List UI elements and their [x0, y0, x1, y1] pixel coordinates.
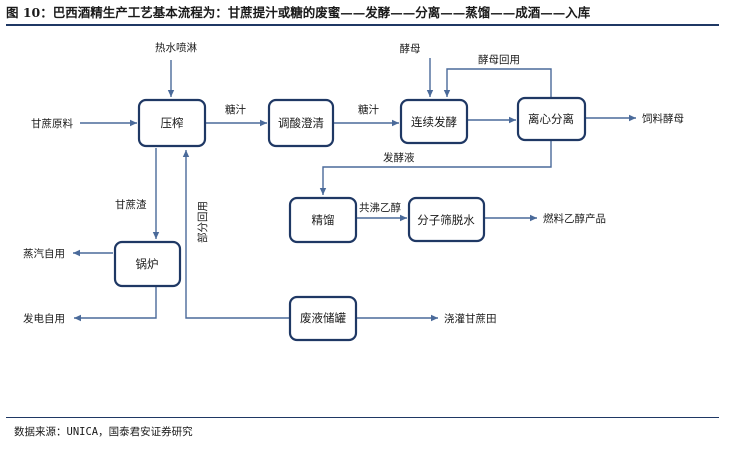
- node-boiler: 锅炉: [136, 257, 159, 271]
- edge-separate-to-distill: [319, 141, 552, 195]
- node-ferment-box: [399, 98, 469, 145]
- edge-partial-reuse: [182, 150, 290, 319]
- node-press-box: [137, 98, 207, 148]
- label-hot-water: 热水喷淋: [155, 41, 197, 54]
- label-bagasse: 甘蔗渣: [115, 198, 147, 211]
- node-distill-box: [288, 196, 358, 244]
- node-boiler-box: [113, 240, 182, 288]
- label-juice-2: 糖汁: [358, 103, 379, 116]
- node-separate-box: [516, 96, 587, 142]
- figure-title: 图 10：巴西酒精生产工艺基本流程为：甘蔗提汁或糖的废蜜——发酵——分离——蒸馏…: [6, 2, 719, 26]
- label-yeast: 酵母: [400, 43, 421, 55]
- label-raw-cane: 甘蔗原料: [31, 117, 73, 130]
- node-press: 压榨: [161, 116, 184, 130]
- label-fuel-ethanol: 燃料乙醇产品: [543, 212, 606, 225]
- node-separate: 离心分离: [528, 112, 574, 126]
- node-ferment: 连续发酵: [411, 115, 457, 129]
- node-waste: 废液储罐: [300, 311, 346, 325]
- footer-divider: [6, 417, 719, 418]
- label-yeast-return: 酵母回用: [478, 54, 520, 66]
- node-clarify-box: [267, 98, 335, 148]
- node-sieve: 分子筛脱水: [417, 213, 475, 227]
- label-fermented-liquid: 发酵液: [383, 151, 415, 164]
- node-waste-box: [288, 295, 358, 342]
- node-distill: 精馏: [312, 213, 335, 227]
- label-juice-1: 糖汁: [225, 103, 246, 116]
- node-sieve-box: [407, 196, 486, 243]
- label-azeotrope: 共沸乙醇: [359, 201, 401, 214]
- edge-yeast-return: [443, 68, 552, 97]
- source-note: 数据来源：UNICA，国泰君安证券研究: [14, 426, 193, 438]
- label-power: 发电自用: [23, 312, 65, 325]
- edge-boiler-to-power: [74, 287, 157, 322]
- label-partial-reuse: 部分回用: [196, 201, 209, 243]
- label-steam: 蒸汽自用: [23, 247, 65, 260]
- node-clarify: 调酸澄清: [278, 116, 324, 130]
- label-feed-yeast: 饲料酵母: [642, 112, 684, 125]
- label-irrigation: 浇灌甘蔗田: [444, 312, 497, 325]
